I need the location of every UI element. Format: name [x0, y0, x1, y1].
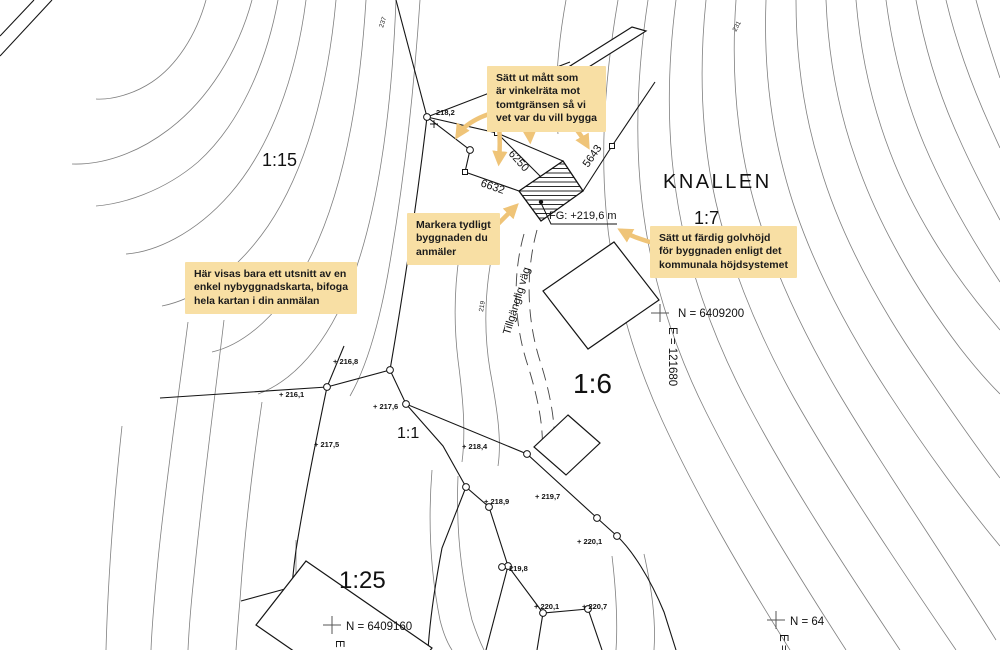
- contour-label-237: 237: [378, 16, 388, 29]
- elevation-point: + 220,1: [534, 602, 559, 611]
- proposed-building-hatched: [518, 160, 584, 222]
- elevation-point: + 217,6: [373, 402, 398, 411]
- elevation-point: + 220,1: [577, 537, 602, 546]
- floor-level-label: FG: +219,6 m: [549, 210, 617, 222]
- elevation-point: + 219,7: [535, 492, 560, 501]
- boundary-markers: [323, 113, 621, 617]
- measurement-5643: 5643: [581, 143, 605, 170]
- parcel-1-6: 1:6: [573, 368, 612, 399]
- elevation-point: + 220,7: [582, 602, 607, 611]
- parcel-1-1: 1:1: [397, 425, 419, 442]
- elevation-point: + 216,8: [333, 357, 358, 366]
- grid-e-partial-left: E =: [333, 640, 345, 650]
- setout-measurement-lines: [464, 132, 613, 192]
- elevation-point: 219,8: [509, 564, 528, 573]
- parcel-1-25: 1:25: [339, 567, 386, 594]
- elevation-point: + 218,4: [462, 442, 488, 451]
- elevation-labels: 218,2 + 216,8 + 216,1 + 217,6 + 217,5 + …: [279, 108, 607, 611]
- parcel-labels: 1:15 1:7 1:6 1:1 1:25 KNALLEN: [262, 150, 772, 594]
- elevation-point: + 217,5: [314, 440, 339, 449]
- grid-e-121680: E = 121680: [666, 327, 678, 386]
- grid-n-6409160: N = 6409160: [346, 621, 412, 633]
- contour-lines: [71, 0, 1000, 650]
- existing-building-small: [533, 414, 601, 476]
- callout-map-excerpt: Här visas bara ett utsnitt av en enkel n…: [185, 262, 358, 315]
- callout-setout-dimensions: Sätt ut mått som är vinkelräta mot tomtg…: [487, 66, 606, 132]
- accessible-road: [515, 229, 555, 453]
- road-label: Tillgänglig väg: [501, 266, 533, 336]
- contour-label-219: 219: [478, 300, 487, 312]
- parcel-1-7: 1:7: [694, 208, 719, 228]
- arrow-to-floor-level: [617, 228, 656, 246]
- callout-floor-height: Sätt ut färdig golvhöjd för byggnaden en…: [650, 226, 797, 279]
- elevation-point: + 216,1: [279, 390, 304, 399]
- parcel-1-15: 1:15: [262, 150, 297, 170]
- area-name-knallen: KNALLEN: [663, 171, 772, 193]
- contour-label-231: 231: [732, 20, 743, 33]
- existing-building-1-6: [542, 241, 660, 350]
- floor-level-leader: FG: +219,6 m: [538, 199, 617, 225]
- property-boundaries: [0, 0, 677, 650]
- elevation-point: 218,2: [436, 108, 455, 117]
- grid-e-partial-right: E =: [777, 634, 789, 650]
- buildings: [255, 26, 660, 650]
- measurement-6632: 6632: [479, 177, 506, 196]
- grid-n-partial-right: N = 64: [790, 616, 825, 628]
- existing-building-1-25: [255, 560, 433, 650]
- contour-value-labels: 237 231 219: [378, 16, 743, 313]
- grid-references: N = 6409200 E = 121680 N = 6409160 E = N…: [323, 304, 825, 650]
- building-top-sliver: [568, 26, 648, 71]
- grid-n-6409200: N = 6409200: [678, 308, 744, 320]
- elevation-point: + 218,9: [484, 497, 509, 506]
- callout-mark-building: Markera tydligt byggnaden du anmäler: [407, 213, 500, 266]
- arrow-to-fence-left: [455, 111, 492, 140]
- measurement-6250: 6250: [506, 148, 531, 174]
